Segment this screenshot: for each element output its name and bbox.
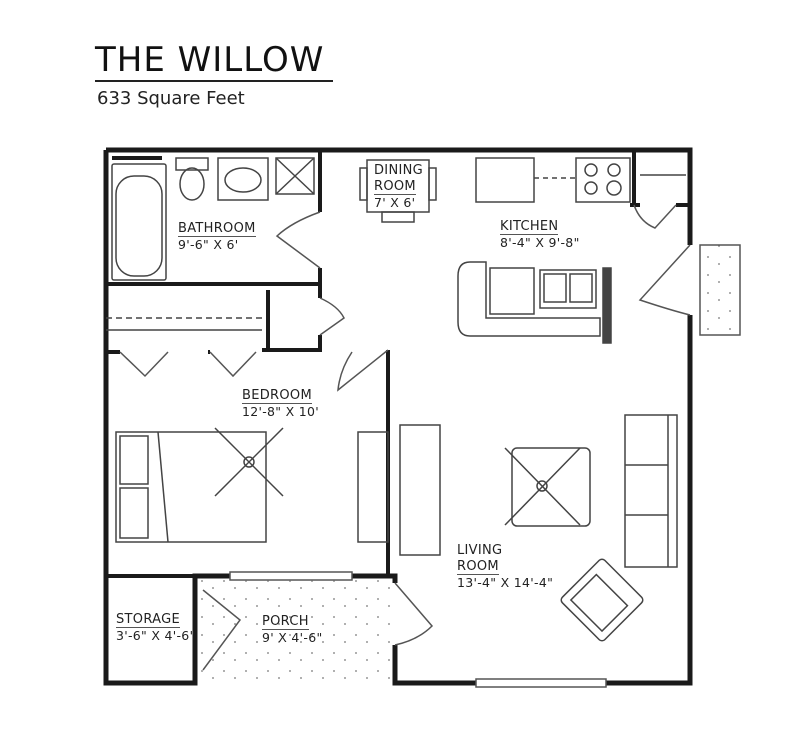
room-label-living: LIVING ROOM 13'-4" X 14'-4" <box>457 543 554 590</box>
interior-walls <box>106 150 690 578</box>
kitchen-fixtures <box>457 157 686 344</box>
room-label-bathroom: BATHROOM 9'-6" X 6' <box>178 221 256 252</box>
porch-floor <box>197 580 393 681</box>
room-label-porch: PORCH 9' X 4'-6" <box>262 614 323 645</box>
ceiling-fan-bedroom <box>214 427 284 497</box>
bedroom-furniture <box>106 317 389 543</box>
title-underline <box>95 80 333 82</box>
plan-title: THE WILLOW <box>95 40 325 80</box>
bathroom-fixtures <box>111 157 315 281</box>
exterior-walls <box>103 147 693 686</box>
room-label-dining: DINING ROOM 7' X 6' <box>374 163 424 210</box>
plan-square-footage: 633 Square Feet <box>97 88 245 109</box>
room-label-bedroom: BEDROOM 12'-8" X 10' <box>242 388 320 419</box>
living-furniture <box>399 414 678 642</box>
dining-table <box>359 159 437 223</box>
room-label-storage: STORAGE 3'-6" X 4'-6" <box>116 612 196 643</box>
room-label-kitchen: KITCHEN 8'-4" X 9'-8" <box>500 219 580 250</box>
windows <box>229 244 741 688</box>
